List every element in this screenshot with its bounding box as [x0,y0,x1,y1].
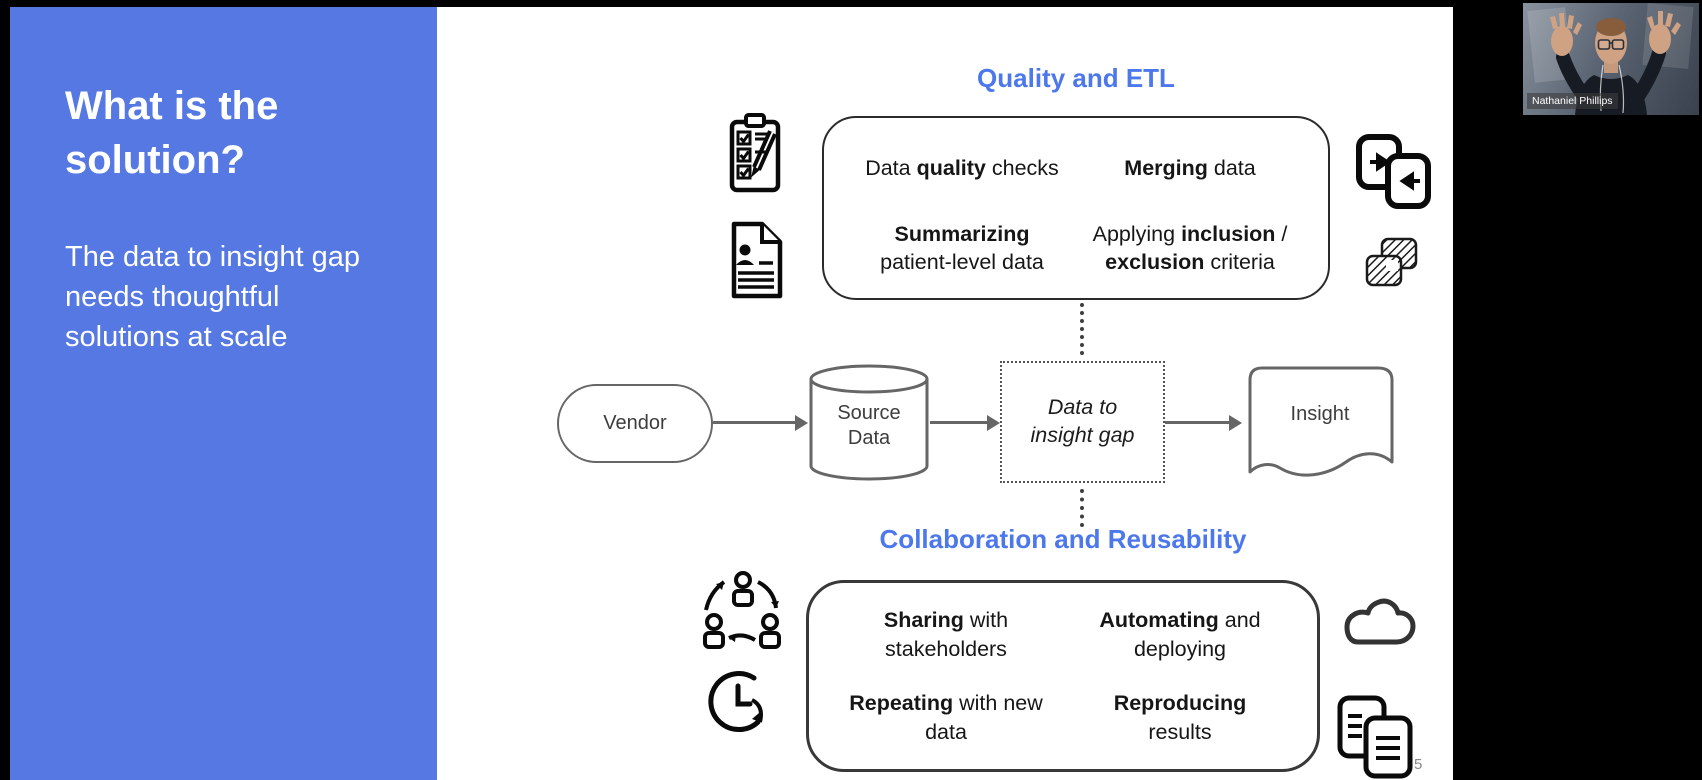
collab-cell-automating: Automating and deploying [1099,608,1261,661]
collaboration-heading: Collaboration and Reusability [879,524,1247,554]
slide-title: What is the solution? [65,84,279,182]
data-insight-gap-label: Data to insight gap [1030,395,1135,447]
insight-label: Insight [1290,403,1350,425]
quality-cell-inclusion-exclusion: Applying inclusion / exclusion criteria [1092,221,1288,274]
dotted-connector-bottom [1080,489,1084,527]
insight-document-shape: Insight [1242,362,1398,482]
quality-cell-summarizing: Summarizing patient-level data [880,221,1044,274]
merge-documents-icon [1356,134,1431,209]
cloud-icon [1344,598,1416,645]
checklist-clipboard-icon [729,113,781,193]
quality-etl-box: Data quality checks Merging data Summari… [822,116,1330,300]
collab-cell-sharing: Sharing with stakeholders [883,608,1009,661]
slide-sidebar-panel: What is the solution? The data to insigh… [10,7,437,780]
slide-subtitle: The data to insight gap needs thoughtful… [65,241,361,354]
collab-cell-reproducing: Reproducing results [1113,691,1247,744]
source-data-label: Source Data [837,402,901,449]
people-cycle-icon [703,571,781,649]
arrow-vendor-to-source [713,414,808,431]
clock-history-icon [708,671,763,733]
arrow-gap-to-insight [1165,414,1242,431]
participant-video-thumbnail[interactable]: Nathaniel Phillips [1523,3,1699,115]
participant-name-label: Nathaniel Phillips [1527,92,1618,109]
copy-documents-icon [1337,695,1413,779]
dotted-connector-top [1080,303,1084,355]
slide-page-number: 5 [1414,756,1423,773]
vendor-shape: Vendor [557,384,713,463]
arrow-source-to-gap [930,414,1000,431]
collaboration-box: Sharing with stakeholders Automating and… [806,580,1320,772]
vendor-label: Vendor [603,412,667,434]
data-insight-gap-box: Data to insight gap [1000,361,1165,483]
quality-cell-merging-data: Merging data [1124,155,1256,180]
source-data-cylinder: Source Data [808,363,930,483]
quality-etl-heading: Quality and ETL [977,63,1175,93]
collab-cell-repeating: Repeating with new data [849,691,1043,744]
overlapping-hatched-squares-icon [1365,237,1418,287]
patient-document-icon [731,221,783,299]
quality-cell-data-quality-checks: Data quality checks [865,155,1059,180]
